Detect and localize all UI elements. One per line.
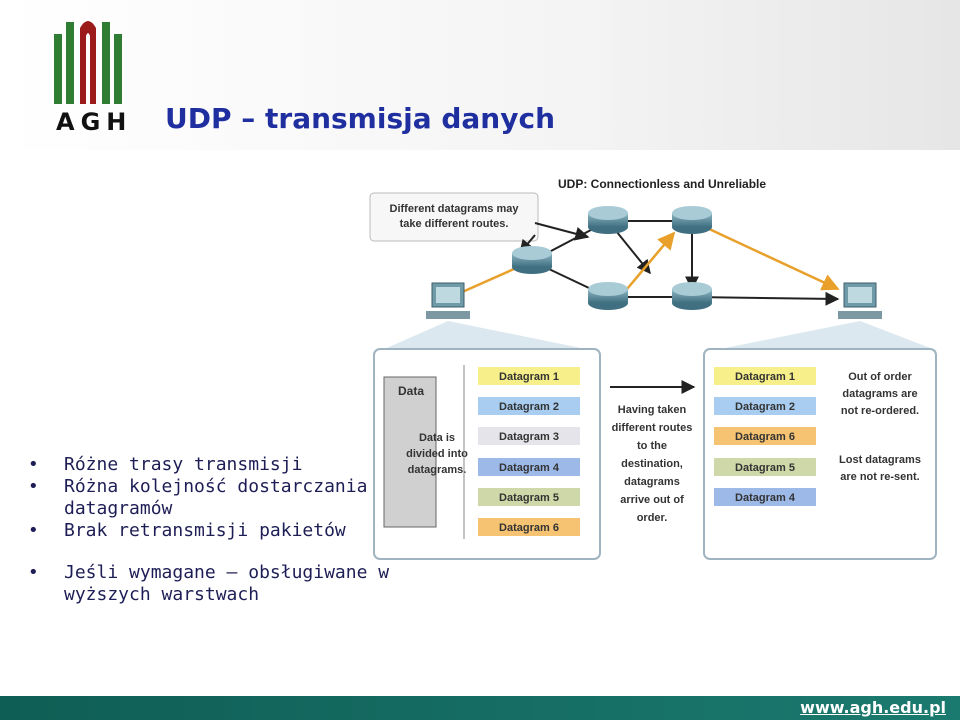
right-datagram: Datagram 5 <box>714 458 816 476</box>
router-icon <box>672 206 712 234</box>
divided-line-1: Data is <box>419 432 455 444</box>
right-datagram: Datagram 1 <box>714 367 816 385</box>
svg-text:Datagram 6: Datagram 6 <box>735 431 795 443</box>
middle-line-3: to the <box>637 440 667 452</box>
svg-text:Datagram 1: Datagram 1 <box>499 371 559 383</box>
note-lost-line-1: Lost datagrams <box>839 454 921 466</box>
data-label: Data <box>398 384 424 398</box>
bullet-item: Różna kolejność dostarczania datagramów <box>28 476 408 520</box>
left-panel-pointer <box>380 321 596 351</box>
middle-line-4: destination, <box>621 458 683 470</box>
svg-text:Datagram 2: Datagram 2 <box>499 401 559 413</box>
bullet-item: Jeśli wymagane – obsługiwane w wyższych … <box>28 562 408 606</box>
router-icon <box>672 282 712 310</box>
header-band: AGH UDP – transmisja danych <box>0 0 960 150</box>
note-order-line-2: datagrams are <box>842 388 917 400</box>
router-icon <box>588 282 628 310</box>
callout-line-1: Different datagrams may <box>390 203 520 215</box>
svg-text:Datagram 3: Datagram 3 <box>499 431 559 443</box>
callout-line-2: take different routes. <box>400 218 509 230</box>
left-datagram: Datagram 3 <box>478 427 580 445</box>
right-datagram: Datagram 4 <box>714 488 816 506</box>
svg-text:Datagram 4: Datagram 4 <box>499 462 560 474</box>
logo-text: AGH <box>56 108 133 136</box>
middle-line-5: datagrams <box>624 476 680 488</box>
left-datagram: Datagram 5 <box>478 488 580 506</box>
left-datagram: Datagram 6 <box>478 518 580 536</box>
right-panel-pointer <box>710 321 938 351</box>
left-datagram: Datagram 4 <box>478 458 580 476</box>
bullet-item: Różne trasy transmisji <box>28 454 408 476</box>
note-order-line-1: Out of order <box>848 371 912 383</box>
bullet-list: Różne trasy transmisji Różna kolejność d… <box>28 454 408 606</box>
middle-line-7: order. <box>637 512 668 524</box>
router-icon <box>588 206 628 234</box>
left-datagram: Datagram 2 <box>478 397 580 415</box>
svg-text:Datagram 2: Datagram 2 <box>735 401 795 413</box>
note-lost-line-2: are not re-sent. <box>840 471 919 483</box>
svg-text:Datagram 5: Datagram 5 <box>499 492 559 504</box>
middle-line-6: arrive out of <box>620 494 684 506</box>
footer-link[interactable]: www.agh.edu.pl <box>800 698 946 717</box>
svg-text:Datagram 6: Datagram 6 <box>499 522 559 534</box>
middle-line-1: Having taken <box>618 404 687 416</box>
middle-line-2: different routes <box>612 422 693 434</box>
svg-text:Datagram 5: Datagram 5 <box>735 462 795 474</box>
svg-text:Datagram 1: Datagram 1 <box>735 371 795 383</box>
callout-box <box>369 192 539 242</box>
agh-logo-icon <box>54 21 122 104</box>
footer-band: www.agh.edu.pl <box>0 696 960 720</box>
udp-diagram: UDP: Connectionless and Unreliable Diffe… <box>369 177 938 560</box>
left-datagram: Datagram 1 <box>478 367 580 385</box>
computer-icon <box>426 282 470 319</box>
page-title: UDP – transmisja danych <box>165 102 556 135</box>
note-order-line-3: not re-ordered. <box>841 405 919 417</box>
divided-line-3: datagrams. <box>408 464 467 476</box>
callout-arrow-1 <box>534 222 590 241</box>
right-datagram: Datagram 6 <box>714 427 816 445</box>
divided-line-2: divided into <box>406 448 468 460</box>
computer-icon <box>838 282 882 319</box>
bullet-item: Brak retransmisji pakietów <box>28 520 408 542</box>
router-icon <box>512 246 552 274</box>
svg-text:Datagram 4: Datagram 4 <box>735 492 796 504</box>
right-datagram: Datagram 2 <box>714 397 816 415</box>
diagram-heading: UDP: Connectionless and Unreliable <box>558 177 766 191</box>
